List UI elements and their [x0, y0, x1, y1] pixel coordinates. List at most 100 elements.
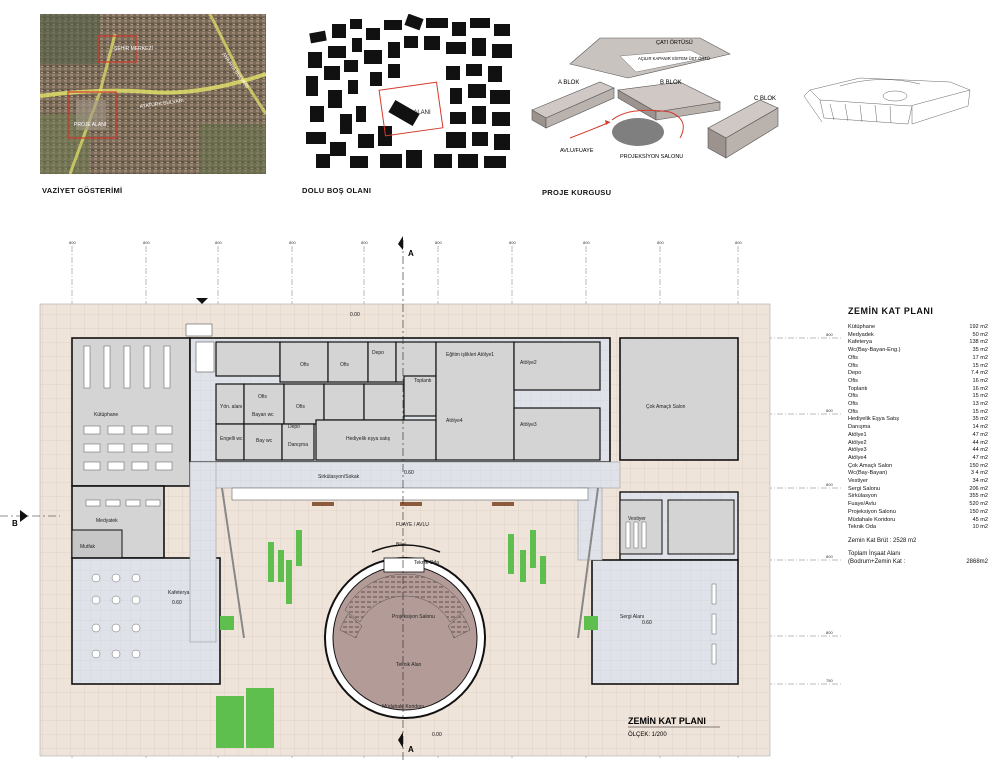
- area-row-value: 50 m2: [972, 331, 988, 338]
- room-office-2: Ofis: [340, 362, 349, 368]
- room-projection: Projeksiyon Salonu: [392, 614, 435, 620]
- room-wc-women: Bayan wc: [252, 412, 274, 418]
- area-row-name: Atölye2: [848, 439, 867, 446]
- area-row-value: 34 m2: [972, 478, 988, 485]
- area-row-value: 16 m2: [972, 385, 988, 392]
- area-row-name: Atölye3: [848, 447, 867, 454]
- room-workshop-4: Atölye4: [446, 418, 463, 424]
- room-meeting: Toplantı: [414, 378, 432, 384]
- concept-projection-label: PROJEKSİYON SALONU: [620, 153, 683, 160]
- area-row-value: 14 m2: [972, 424, 988, 431]
- area-row-name: Vestiyer: [848, 478, 868, 485]
- area-row-name: Ofis: [848, 408, 858, 415]
- grid-dimension-label: 800: [826, 332, 833, 337]
- area-row-name: Kütüphane: [848, 324, 876, 330]
- area-table-row: Ofis 15 m2: [848, 409, 988, 417]
- area-row-name: Müdahale Koridoru: [848, 516, 896, 523]
- grid-dimension-label: 800: [583, 240, 590, 245]
- area-row-value: 17 m2: [972, 354, 988, 361]
- area-row-value: 10 m2: [972, 524, 988, 531]
- room-wc-disabled: Engelli wc: [220, 436, 243, 442]
- grid-dimension-label: 800: [826, 554, 833, 559]
- axis-a-bottom: A: [408, 745, 414, 754]
- area-row-name: Hediyelik Eşya Satış: [848, 416, 899, 423]
- area-row-value: 45 m2: [972, 516, 988, 523]
- room-workshop-2: Atölye2: [520, 360, 537, 366]
- area-table-row: Atölye3 44 m2: [848, 447, 988, 455]
- area-row-name: Toplantı: [848, 385, 868, 392]
- grid-dimension-label: 800: [509, 240, 516, 245]
- room-office-1: Ofis: [300, 362, 309, 368]
- room-janitor: Yön. alanı: [220, 404, 243, 410]
- area-row-value: 47 m2: [972, 431, 988, 438]
- level-marker: 0.60: [642, 620, 652, 626]
- area-row-name: Medyadek: [848, 331, 874, 338]
- area-row-value: 7.4 m2: [970, 370, 988, 377]
- area-table-row: Wc(Bay-Bayan-Eng.) 35 m2: [848, 347, 988, 355]
- area-row-name: Fuaye/Avlu: [848, 501, 876, 508]
- area-row-name: Sirkülasyon: [848, 493, 877, 500]
- area-row-name: Ofis: [848, 377, 858, 384]
- concept-roof-sub-label: AÇILIR KAPANIR SİSTEM ÜST ÖRTÜ: [638, 56, 710, 61]
- area-row-value: 206 m2: [969, 485, 988, 492]
- area-row-value: 47 m2: [972, 454, 988, 461]
- area-table-title: ZEMİN KAT PLANI: [848, 306, 934, 316]
- room-kitchen: Mutfak: [80, 544, 96, 550]
- area-table-row: Ofis 16 m2: [848, 378, 988, 386]
- room-circulation: Sirkülasyon/Sokak: [318, 474, 360, 480]
- room-library: Kütüphane: [94, 412, 118, 418]
- area-table-row: Müdahale Koridoru 45 m2: [848, 517, 988, 525]
- concept-block-b-label: B BLOK: [660, 80, 682, 86]
- area-row-value: 13 m2: [972, 401, 988, 408]
- area-total-label: Toplam İnşaat Alanı: [848, 550, 901, 557]
- area-row-name: Teknik Oda: [848, 524, 876, 531]
- grid-dimension-label: 800: [826, 408, 833, 413]
- caption-concept: PROJE KURGUSU: [542, 188, 612, 197]
- axis-a-top: A: [408, 249, 414, 258]
- area-row-name: Ofis: [848, 393, 858, 400]
- room-office-3: Ofis: [296, 404, 305, 410]
- area-row-value: 16 m2: [972, 377, 988, 384]
- area-table-row: Vestiyer 34 m2: [848, 478, 988, 486]
- room-cafeteria: Kafeterya: [168, 590, 190, 596]
- concept-block-a-label: A BLOK: [558, 80, 579, 86]
- area-row-value: 15 m2: [972, 408, 988, 415]
- room-cloakroom: Vestiyer: [628, 516, 646, 522]
- level-marker: 0.60: [172, 600, 182, 606]
- area-row-name: Çok Amaçlı Salon: [848, 462, 893, 469]
- area-table-row: Depo 7.4 m2: [848, 370, 988, 378]
- area-total-sub: (Bodrum+Zemin Kat :: [848, 558, 906, 565]
- area-row-name: Ofis: [848, 354, 858, 361]
- area-row-name: Ofis: [848, 401, 858, 408]
- area-row-name: Wc(Bay-Bayan-Eng.): [848, 347, 901, 354]
- area-row-value: 35 m2: [972, 347, 988, 354]
- grid-dimension-label: 800: [735, 240, 742, 245]
- area-row-name: Sergi Salonu: [848, 485, 881, 492]
- satellite-label: PROJE ALANI: [74, 122, 106, 128]
- room-depot-1: Depo: [372, 350, 384, 356]
- area-row-value: 44 m2: [972, 447, 988, 454]
- area-total-value: 2868m2: [966, 558, 988, 565]
- room-wc-men: Bay wc: [256, 438, 273, 444]
- level-marker: 0.60: [404, 470, 414, 476]
- concept-block-c-label: C BLOK: [754, 96, 776, 102]
- area-table-row: Ofis 15 m2: [848, 393, 988, 401]
- area-row-name: Depo: [848, 370, 862, 377]
- area-row-value: 15 m2: [972, 393, 988, 400]
- grid-dimension-label: 800: [826, 482, 833, 487]
- room-foyer: FUAYE / AVLU: [396, 522, 429, 528]
- grid-dimension-label: 800: [361, 240, 368, 245]
- figure-ground-diagram: PROJE ALANI: [300, 13, 520, 174]
- area-row-value: 150 m2: [969, 508, 988, 515]
- area-table-row: Medyadek 50 m2: [848, 332, 988, 340]
- plan-title: ZEMİN KAT PLANI: [628, 716, 706, 726]
